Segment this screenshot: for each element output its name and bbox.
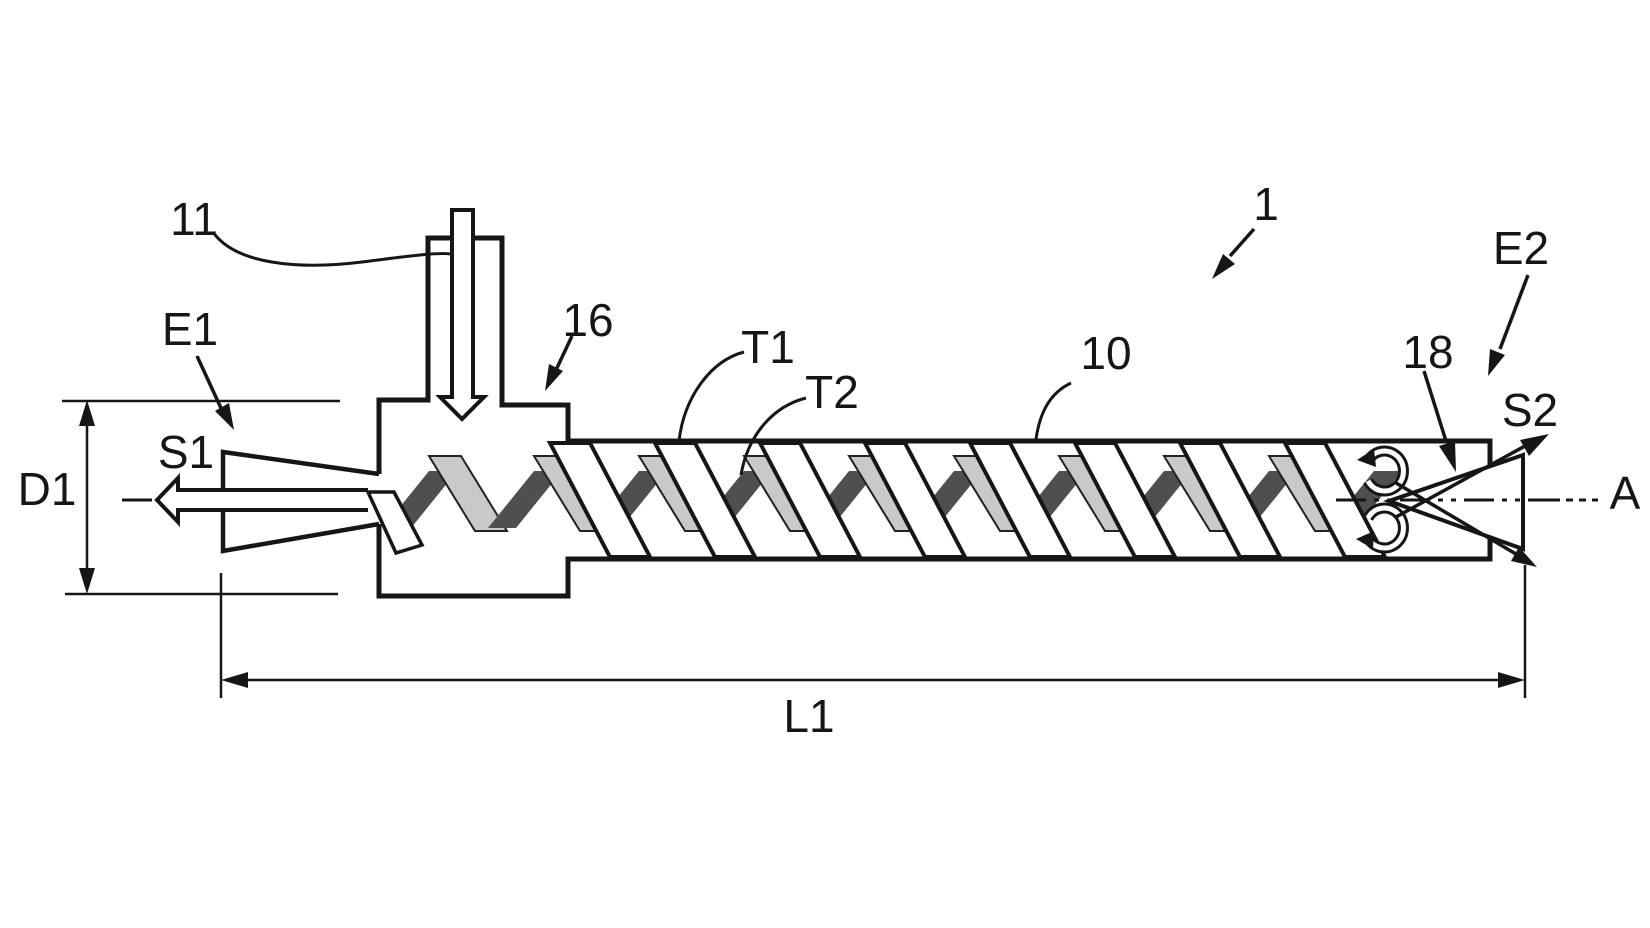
s2-arrow-lower — [1395, 481, 1522, 559]
d1-arrowhead-up-icon — [79, 400, 95, 426]
screw-flight-back — [427, 455, 509, 532]
screw-flight-front — [756, 441, 864, 559]
label-18: 18 — [1402, 326, 1453, 378]
outlet-cone — [1382, 452, 1525, 552]
s2-arrow-upper — [1395, 439, 1535, 519]
label-t2: T2 — [805, 366, 859, 418]
screw-flight-front — [1176, 441, 1284, 559]
reference-leaders — [195, 227, 1530, 476]
leader-16 — [554, 335, 574, 371]
label-t1: T1 — [741, 321, 795, 373]
label-l1: L1 — [783, 690, 834, 742]
screw-flight-front — [546, 441, 654, 559]
leader-16-arrowhead-icon — [545, 364, 563, 391]
label-a: A — [1610, 467, 1641, 519]
s1-flow-arrow-left-icon — [154, 473, 368, 527]
s2-arrowhead-lower-icon — [1511, 547, 1537, 567]
dimension-l1 — [219, 565, 1527, 698]
d1-arrowhead-down-icon — [79, 568, 95, 594]
label-10: 10 — [1080, 327, 1131, 379]
feed-arrow-down-icon — [435, 208, 489, 422]
leader-1-arrowhead-icon — [1212, 254, 1235, 279]
leader-18-arrowhead-icon — [1439, 441, 1456, 472]
reference-labels: 11 E1 S1 D1 16 T1 T2 10 1 E2 18 S2 A L1 — [18, 178, 1641, 742]
label-11: 11 — [170, 193, 218, 245]
screw-flight-front — [1071, 441, 1179, 559]
s2-discharge-arrows — [1395, 434, 1549, 567]
rotation-hook-lower-tip-icon — [1356, 531, 1374, 549]
leader-e2 — [1498, 274, 1530, 350]
rotation-hook-upper-tip-icon — [1357, 449, 1376, 467]
label-1: 1 — [1253, 178, 1279, 230]
screw-core-segment — [488, 471, 562, 528]
dimension-d1 — [62, 399, 340, 596]
label-s1: S1 — [158, 426, 214, 478]
s2-arrowhead-upper-icon — [1520, 434, 1549, 456]
rotation-hook-lower-icon — [1365, 505, 1406, 551]
l1-arrowhead-right-icon — [1498, 672, 1525, 688]
label-16: 16 — [562, 294, 613, 346]
screw-conveyor — [365, 441, 1402, 559]
label-e1: E1 — [162, 303, 218, 355]
l1-arrowhead-left-icon — [221, 672, 248, 688]
screw-flight-front — [651, 441, 759, 559]
screw-flight-front — [966, 441, 1074, 559]
screw-flight-front-first — [365, 490, 425, 556]
screw-end-rotation-arrows — [1356, 445, 1409, 554]
screw-flight-front — [861, 441, 969, 559]
label-s2: S2 — [1502, 384, 1558, 436]
leader-18 — [1422, 370, 1448, 442]
leader-e1-arrowhead-icon — [215, 403, 234, 430]
leader-10 — [1034, 381, 1072, 440]
leader-t2 — [739, 396, 807, 476]
screw-flight-front — [1281, 441, 1389, 559]
leader-1 — [1228, 227, 1256, 258]
leader-t1 — [677, 350, 745, 442]
label-d1: D1 — [18, 463, 77, 515]
leader-e2-arrowhead-icon — [1488, 349, 1505, 376]
label-e2: E2 — [1493, 222, 1549, 274]
leader-11 — [211, 231, 452, 267]
rotation-hook-upper-icon — [1365, 448, 1406, 494]
